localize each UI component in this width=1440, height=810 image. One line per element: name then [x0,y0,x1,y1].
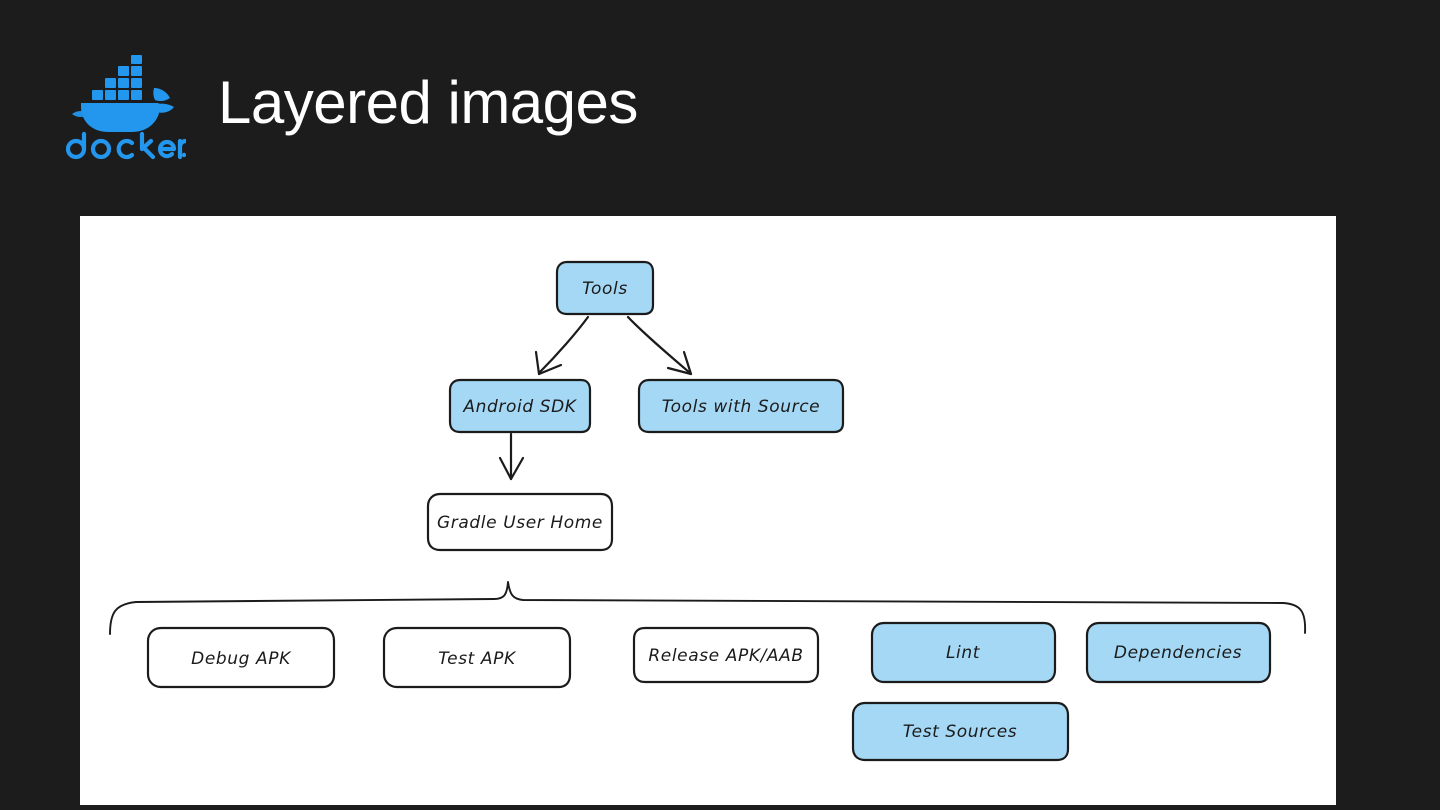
node-debug-apk[interactable]: Debug APK [146,626,336,689]
node-label-release-apk-aab: Release APK/AAB [648,646,803,666]
node-label-tools: Tools [582,279,628,299]
node-test-apk[interactable]: Test APK [382,626,572,689]
edge-tools-to-android-sdk [534,315,590,376]
node-test-sources[interactable]: Test Sources [851,701,1070,762]
layered-images-diagram: Tools Android SDK Tools with Source Grad… [109,260,1307,762]
docker-wordmark [65,131,189,160]
node-label-android-sdk: Android SDK [462,397,577,417]
node-gradle-user-home[interactable]: Gradle User Home [426,492,614,552]
node-label-gradle-user-home: Gradle User Home [437,513,603,533]
node-label-tools-with-source: Tools with Source [662,397,821,417]
docker-logo [65,52,189,160]
node-label-debug-apk: Debug APK [191,649,292,669]
diagram-canvas: Tools Android SDK Tools with Source Grad… [80,216,1336,805]
edge-android-sdk-to-gradle-user-home [498,432,525,481]
node-lint[interactable]: Lint [870,621,1057,684]
docker-whale-icon [72,55,174,132]
node-label-dependencies: Dependencies [1114,643,1242,663]
slide-header: Layered images [0,0,1440,216]
node-release-apk-aab[interactable]: Release APK/AAB [632,626,820,684]
gradle-children-brace [109,581,1307,635]
node-label-test-apk: Test APK [438,649,517,669]
edge-tools-to-tools-with-source [626,315,693,376]
node-label-lint: Lint [946,643,981,663]
docker-wordmark-dot [181,152,187,158]
node-android-sdk[interactable]: Android SDK [448,378,592,434]
node-label-test-sources: Test Sources [903,722,1018,742]
page-title: Layered images [218,69,638,136]
node-tools[interactable]: Tools [555,260,655,316]
node-dependencies[interactable]: Dependencies [1085,621,1272,684]
node-tools-with-source[interactable]: Tools with Source [637,378,845,434]
